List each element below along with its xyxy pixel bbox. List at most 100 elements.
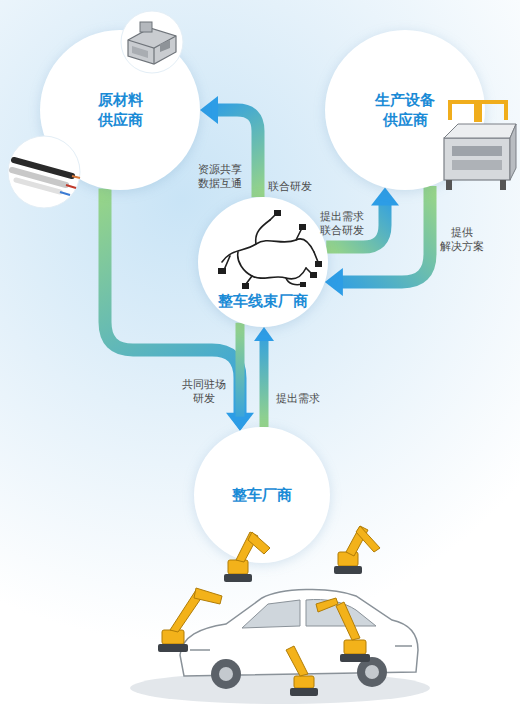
wire-harness-illustration-part-part	[299, 224, 306, 230]
flow-arrow	[325, 186, 430, 296]
cable-icon-part	[12, 170, 66, 185]
wire-harness-illustration-part-part	[242, 283, 249, 289]
car-assembly-illustration-part-part	[162, 630, 184, 644]
connector-icon	[121, 11, 183, 73]
wire-harness-illustration-part-part	[274, 210, 281, 216]
car-assembly-illustration-part-part	[346, 526, 368, 556]
connector-icon-part	[128, 36, 176, 48]
equipment-icon-part	[450, 102, 506, 120]
car-assembly-illustration-part-part	[294, 676, 314, 688]
car-assembly-illustration-part-part	[336, 602, 360, 640]
car-assembly-illustration-part	[357, 657, 387, 687]
car-assembly-illustration-part-part	[316, 598, 338, 612]
node-label: 整车线束厂商	[218, 291, 308, 311]
car-assembly-illustration-part-part	[170, 590, 204, 632]
car-assembly-illustration-part	[211, 659, 241, 689]
cable-icon-part	[72, 176, 80, 178]
edge-label: 提出需求 联合研发	[320, 210, 364, 239]
wire-harness-illustration	[218, 210, 322, 289]
car-assembly-illustration-part	[162, 526, 380, 688]
car-assembly-illustration-part	[365, 665, 379, 679]
car-assembly-illustration-part	[180, 589, 418, 676]
wire-harness-illustration-part	[286, 278, 302, 285]
car-assembly-illustration-part-part	[194, 588, 222, 604]
connector-icon-part	[153, 48, 154, 64]
wire-harness-illustration-part-part	[218, 268, 226, 274]
circle-fill	[325, 30, 485, 190]
node-label: 整车厂商	[232, 485, 292, 505]
wire-harness-illustration-part-part	[310, 272, 317, 278]
wire-harness-illustration-part	[238, 252, 306, 279]
equipment-icon-part	[446, 180, 452, 190]
cable-icon-part	[16, 180, 60, 192]
wire-harness-illustration-part-part	[315, 261, 322, 267]
circle-fill	[40, 30, 200, 190]
connector-icon-part	[140, 22, 152, 32]
circle-shape	[325, 30, 485, 190]
arrow-head	[325, 268, 343, 296]
arrow-shaft	[260, 339, 269, 427]
arrow-shaft	[236, 323, 245, 419]
circle-node: 生产设备 供应商	[325, 30, 485, 190]
connector-icon-part	[128, 28, 176, 64]
connector-icon-part	[160, 40, 170, 52]
edge-label: 提供 解决方案	[440, 226, 484, 255]
arrow-head	[200, 96, 218, 124]
edge-label: 共同驻场 研发	[182, 378, 226, 407]
car-assembly-illustration-part-part	[228, 560, 248, 574]
car-assembly-illustration-part-part	[224, 574, 252, 582]
wire-harness-illustration-part	[218, 210, 322, 289]
cable-icon	[8, 136, 80, 208]
wire-harness-illustration-part	[224, 214, 318, 270]
cable-icon-part	[14, 160, 72, 176]
car-assembly-illustration-part-part	[334, 566, 362, 574]
car-assembly-illustration-part	[130, 672, 430, 704]
equipment-icon	[444, 102, 516, 190]
car-assembly-illustration-part	[306, 599, 376, 626]
connector-icon-part	[132, 46, 148, 58]
circle-node: 原材料 供应商	[40, 30, 200, 190]
arrow-head	[254, 327, 274, 341]
edge-label: 提出需求	[276, 392, 320, 406]
car-assembly-illustration-part-part	[340, 654, 370, 662]
circle-node: 整车厂商	[194, 427, 330, 563]
arrow-head	[230, 417, 250, 431]
flow-arrow	[254, 327, 274, 427]
equipment-icon-part	[444, 124, 516, 138]
cable-icon-part	[8, 136, 80, 208]
car-assembly-illustration-part-part	[344, 640, 366, 654]
cable-icon-part	[66, 185, 76, 188]
wire-harness-illustration-part	[256, 220, 270, 244]
circle-fill	[198, 197, 328, 327]
circle-fill	[194, 427, 330, 563]
connector-icon-part	[121, 11, 183, 73]
arrow-head	[371, 187, 399, 205]
car-assembly-illustration-part	[219, 667, 233, 681]
note-label: 资源共享 数据互通	[198, 163, 242, 192]
equipment-icon-part	[474, 102, 482, 122]
node-label: 原材料 供应商	[98, 90, 143, 131]
wire-harness-illustration-part	[222, 239, 314, 262]
car-assembly-illustration-part	[190, 646, 412, 650]
equipment-icon-part	[452, 146, 502, 156]
wire-harness-illustration-part-part	[300, 282, 306, 287]
equipment-icon-part	[452, 160, 502, 170]
flow-arrow	[230, 323, 250, 431]
equipment-icon-part	[500, 180, 506, 190]
circle-node: 整车线束厂商	[198, 197, 328, 327]
car-assembly-illustration-part-part	[356, 526, 380, 552]
equipment-icon-part	[444, 138, 510, 180]
car-assembly-illustration-part	[158, 566, 370, 696]
edge-label: 联合研发	[268, 180, 312, 194]
car-assembly-illustration-part	[242, 600, 300, 628]
equipment-icon-part	[510, 124, 516, 180]
car-assembly-illustration-part-part	[158, 644, 188, 652]
node-label: 生产设备 供应商	[375, 90, 435, 131]
circle-shape	[40, 30, 200, 190]
car-assembly-illustration-part-part	[286, 646, 308, 676]
car-assembly-illustration-part-part	[338, 552, 358, 566]
cable-icon-part	[60, 192, 70, 195]
car-assembly-illustration-part-part	[248, 532, 270, 554]
wire-harness-illustration-part	[246, 268, 312, 284]
